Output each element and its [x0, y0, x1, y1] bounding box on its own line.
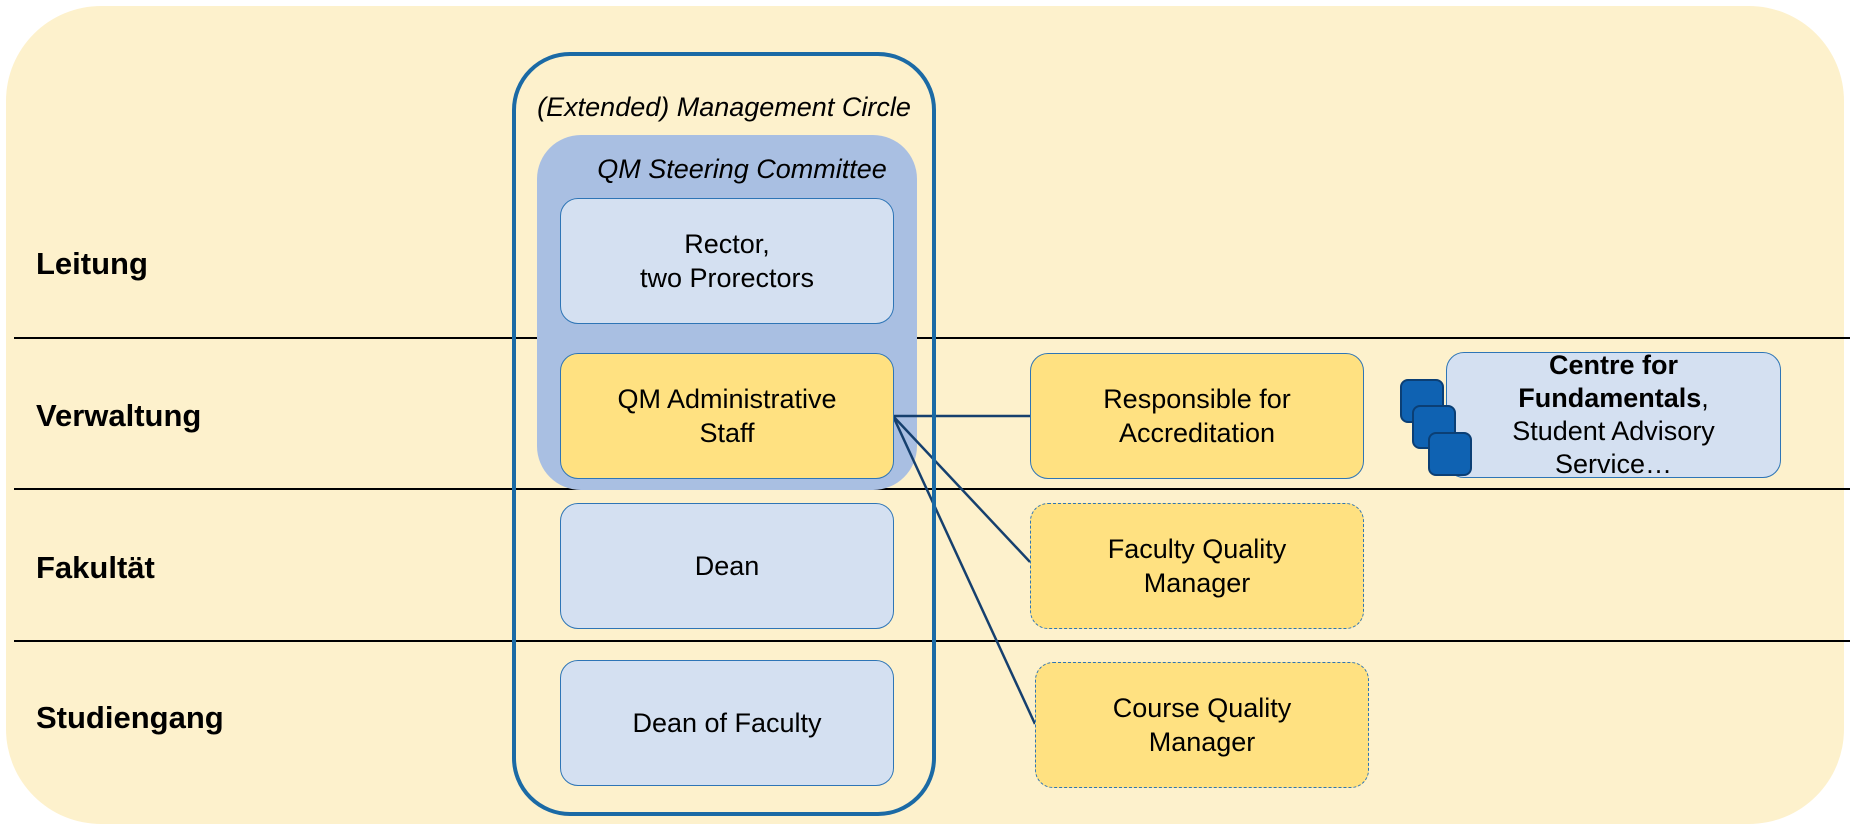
dean-label: Dean: [694, 551, 760, 581]
centre-for-fundamentals-box: Centre for Fundamentals, Student Advisor…: [1446, 350, 1781, 479]
lane-label-leitung: Leitung: [36, 246, 148, 281]
centre-line2: Fundamentals,: [1512, 382, 1715, 415]
connector-faculty-qm: [892, 415, 1031, 563]
centre-bold-line2: Fundamentals: [1518, 383, 1702, 413]
course-qm-line1: Course Quality: [1112, 693, 1292, 723]
course-quality-manager-box: Course Quality Manager: [1035, 662, 1369, 788]
dean-of-faculty-label: Dean of Faculty: [632, 708, 822, 738]
accreditation-line1: Responsible for: [1103, 384, 1291, 414]
lane-label-verwaltung: Verwaltung: [36, 398, 202, 433]
faculty-qm-line2: Manager: [1143, 568, 1251, 598]
dean-of-faculty-box: Dean of Faculty: [560, 660, 894, 786]
faculty-qm-line1: Faculty Quality: [1107, 534, 1287, 564]
lane-label-fakultaet: Fakultät: [36, 550, 155, 585]
qm-admin-line1: QM Administrative: [617, 384, 837, 414]
rector-line1: Rector,: [684, 229, 770, 259]
connector-course-qm: [891, 415, 1037, 725]
faculty-quality-manager-box: Faculty Quality Manager: [1030, 503, 1364, 629]
rector-line2: two Prorectors: [639, 263, 815, 293]
accreditation-box: Responsible for Accreditation: [1030, 353, 1364, 479]
dean-box: Dean: [560, 503, 894, 629]
centre-bold-line1: Centre for: [1548, 350, 1678, 380]
management-circle: [512, 52, 936, 816]
centre-line4: Service…: [1554, 449, 1673, 479]
qm-admin-line2: Staff: [699, 418, 755, 448]
centre-comma: ,: [1701, 383, 1709, 413]
centre-line3: Student Advisory: [1512, 416, 1715, 446]
qm-administrative-staff-box: QM Administrative Staff: [560, 353, 894, 479]
management-circle-title: (Extended) Management Circle: [537, 92, 911, 122]
lane-label-studiengang: Studiengang: [36, 700, 224, 735]
rector-box: Rector, two Prorectors: [560, 198, 894, 324]
steering-committee-title: QM Steering Committee: [597, 154, 887, 184]
accreditation-line2: Accreditation: [1118, 418, 1276, 448]
course-qm-line2: Manager: [1148, 727, 1256, 757]
